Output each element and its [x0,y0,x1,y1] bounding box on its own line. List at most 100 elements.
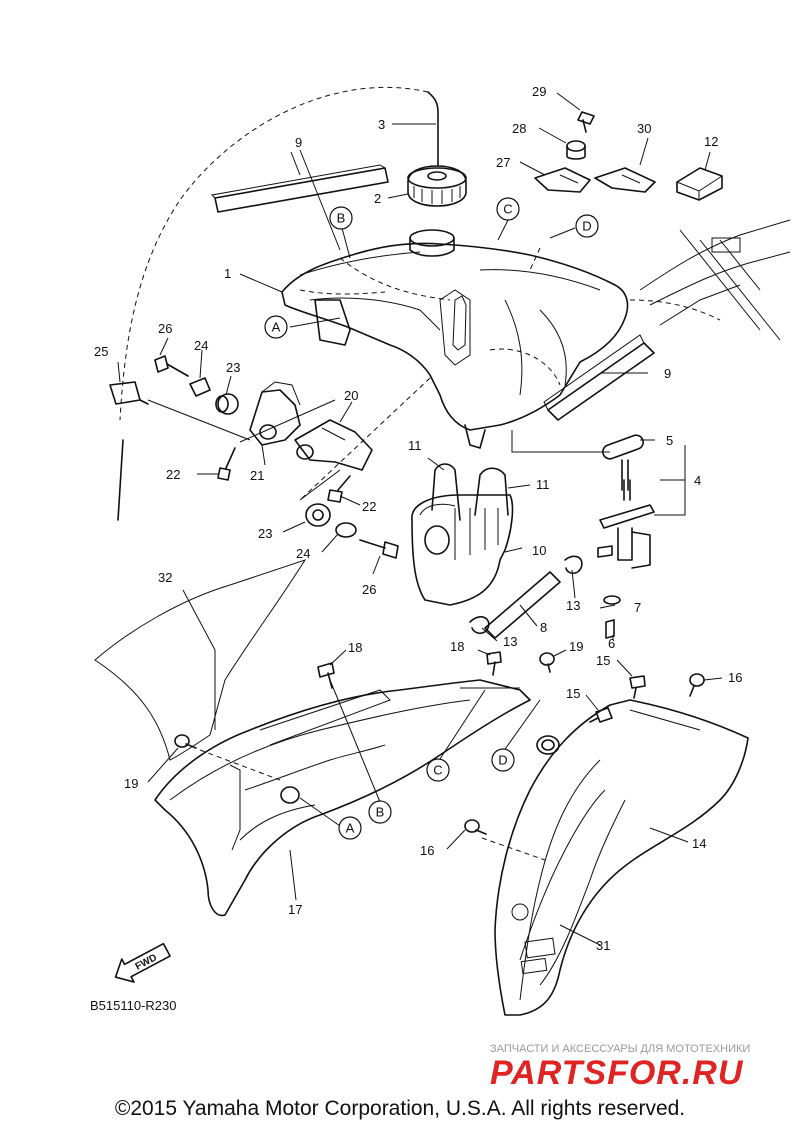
callout-19-right: 19 [569,639,583,654]
svg-text:B: B [376,805,385,820]
callout-7: 7 [634,600,641,615]
callout-4: 4 [694,473,701,488]
ref-circle-b-top: B [329,206,353,230]
damper-9-right [543,334,655,421]
callout-13-left: 13 [503,634,517,649]
callout-16-top: 16 [728,670,742,685]
callout-14: 14 [692,836,706,851]
fuel-hose [484,571,561,639]
callout-6: 6 [608,636,615,651]
callout-18-left: 18 [348,640,362,655]
bolt-22-right [327,475,351,503]
clamp-25 [109,381,149,405]
ref-circle-a-top: A [264,315,288,339]
grommet-23-top [215,393,239,415]
callout-9-left: 9 [295,135,302,150]
bolt-22-left [217,447,236,481]
breather-hose [117,87,439,521]
svg-text:D: D [582,219,591,234]
callout-10: 10 [532,543,546,558]
callout-20: 20 [344,388,358,403]
svg-text:FWD: FWD [134,952,159,972]
screw-19-right [539,652,555,673]
grommet-23-bottom [305,503,331,527]
decal-32 [94,559,307,761]
callout-23-top: 23 [226,360,240,375]
leader-lines [117,92,723,946]
callout-26-top: 26 [158,321,172,336]
bolt-26-bottom [359,539,399,559]
clip-11 [431,463,509,521]
svg-text:C: C [433,763,442,778]
callout-8: 8 [540,620,547,635]
ref-circle-b-bottom: B [368,800,392,824]
side-cover-14 [494,699,749,1016]
callout-3: 3 [378,117,385,132]
callout-15-lower: 15 [566,686,580,701]
side-cover-17 [154,679,531,917]
callout-30: 30 [637,121,651,136]
svg-text:A: A [346,821,355,836]
bolt-29 [577,111,595,133]
callout-24-bottom: 24 [296,546,310,561]
collar-24-bottom [335,522,357,538]
screw-16-lower [464,819,487,835]
watermark: ЗАПЧАСТИ И АКСЕССУАРЫ ДЛЯ МОТОТЕХНИКИ PA… [490,1043,750,1092]
svg-text:PARTSFOR.RU: PARTSFOR.RU [490,1054,744,1092]
callout-28: 28 [512,121,526,136]
collar-28 [566,140,586,160]
damper-9-left [210,164,389,213]
callout-2: 2 [374,191,381,206]
fuel-tank [281,242,629,449]
fuel-cap [407,165,467,207]
callout-26-bottom: 26 [362,582,376,597]
clip-13 [469,555,583,635]
copyright-notice: ©2015 Yamaha Motor Corporation, U.S.A. A… [114,1097,686,1120]
svg-text:D: D [498,753,507,768]
diagram-id: B515110-R230 [90,998,177,1013]
frame-section [629,219,791,341]
mount-bracket-20 [294,419,373,471]
bolt-18-right [486,651,502,676]
callout-32: 32 [158,570,172,585]
callout-21: 21 [250,468,264,483]
filler-neck [409,229,455,257]
callout-23-bottom: 23 [258,526,272,541]
screw-16-top [689,673,705,697]
callout-15-top: 15 [596,653,610,668]
callout-27: 27 [496,155,510,170]
bracket-27 [534,167,591,193]
callout-22-right: 22 [362,499,376,514]
fwd-arrow: FWD [114,942,171,983]
svg-text:B: B [337,211,346,226]
callout-25: 25 [94,344,108,359]
callout-31: 31 [596,938,610,953]
callout-18-right: 18 [450,639,464,654]
part-callouts: 1 2 3 4 5 6 7 8 9 9 10 11 11 12 13 13 14… [94,84,742,953]
bolt-15-top [629,675,646,699]
bolt-15-lower [589,707,613,723]
screw-19-left [174,734,197,749]
ref-circle-a-bottom: A [338,816,362,840]
svg-text:ЗАПЧАСТИ И АКСЕССУАРЫ ДЛЯ МОТО: ЗАПЧАСТИ И АКСЕССУАРЫ ДЛЯ МОТОТЕХНИКИ [490,1043,750,1055]
ref-circle-c-top: C [496,197,520,221]
bolt-26-top [154,355,189,377]
callout-13-right: 13 [566,598,580,613]
ref-circle-d-bottom: D [491,748,515,772]
pad-12 [676,167,723,201]
callout-24-top: 24 [194,338,208,353]
callout-9-right: 9 [664,366,671,381]
ref-circle-d-top: D [575,214,599,238]
collar-24-top [189,377,211,397]
callout-19-left: 19 [124,776,138,791]
bracket-10 [411,494,514,606]
fuel-cock [597,434,655,639]
callout-5: 5 [666,433,673,448]
decal-31 [511,789,606,975]
callout-29: 29 [532,84,546,99]
svg-text:A: A [272,320,281,335]
callout-22-left: 22 [166,467,180,482]
callout-1: 1 [224,266,231,281]
callout-11-left: 11 [408,438,422,453]
